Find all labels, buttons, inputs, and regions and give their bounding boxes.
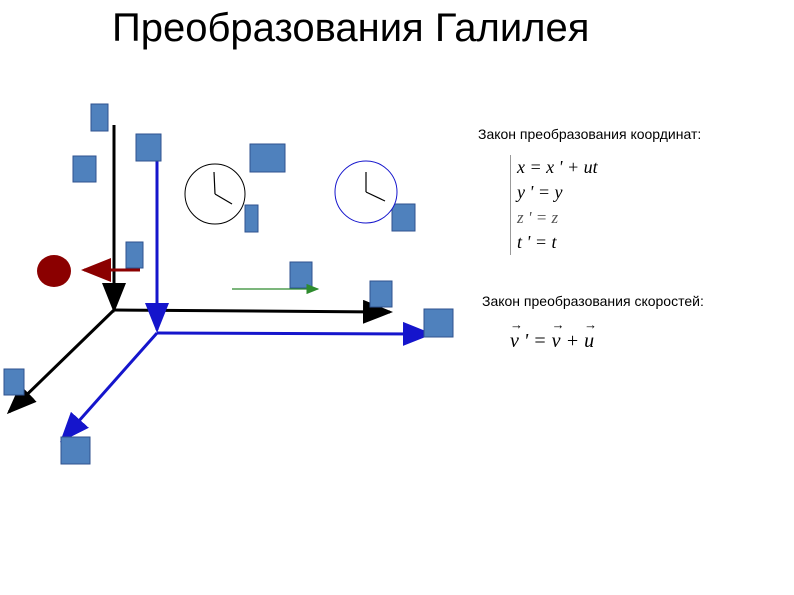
clock-icon xyxy=(184,163,246,225)
velocity-equation: v ' = v + u xyxy=(510,317,597,353)
image-placeholder-icon xyxy=(72,155,97,183)
velocity-plus: + xyxy=(560,330,585,352)
moving-z-axis xyxy=(60,332,159,443)
image-placeholder-icon xyxy=(423,308,454,338)
image-placeholder-icon xyxy=(135,133,162,162)
coordinate-equations: x = x ' + ut y ' = y z ' = z t ' = t xyxy=(510,155,598,255)
page-title: Преобразования Галилея xyxy=(112,6,590,50)
image-placeholder-icon xyxy=(125,241,144,269)
ball-icon xyxy=(37,255,71,287)
fixed-x-axis xyxy=(113,299,393,324)
image-placeholder-icon xyxy=(249,143,286,173)
image-placeholder-icon xyxy=(3,368,25,396)
image-placeholder-icon xyxy=(369,280,393,308)
image-placeholder-icon xyxy=(60,436,91,465)
clock-icon xyxy=(334,160,398,224)
fixed-z-axis xyxy=(6,308,116,415)
image-placeholder-icon xyxy=(244,204,259,233)
image-placeholder-icon xyxy=(289,261,313,289)
image-placeholders xyxy=(3,103,454,465)
moving-frame-axes xyxy=(60,160,433,443)
equation-z: z ' = z xyxy=(517,208,559,227)
vector-u: u xyxy=(584,317,597,353)
coordinate-law-label: Закон преобразования координат: xyxy=(478,126,702,142)
equation-x: x = x ' + ut xyxy=(517,157,598,177)
image-placeholder-icon xyxy=(90,103,109,132)
image-placeholder-icon xyxy=(391,203,416,232)
equation-y: y ' = y xyxy=(517,182,563,202)
velocity-law-label: Закон преобразования скоростей: xyxy=(482,293,704,309)
equation-t: t ' = t xyxy=(517,232,557,252)
moving-x-axis xyxy=(156,321,433,346)
vector-v-prime: v xyxy=(510,317,523,353)
vector-v: v xyxy=(552,317,565,353)
velocity-equals: ' = xyxy=(518,330,552,352)
